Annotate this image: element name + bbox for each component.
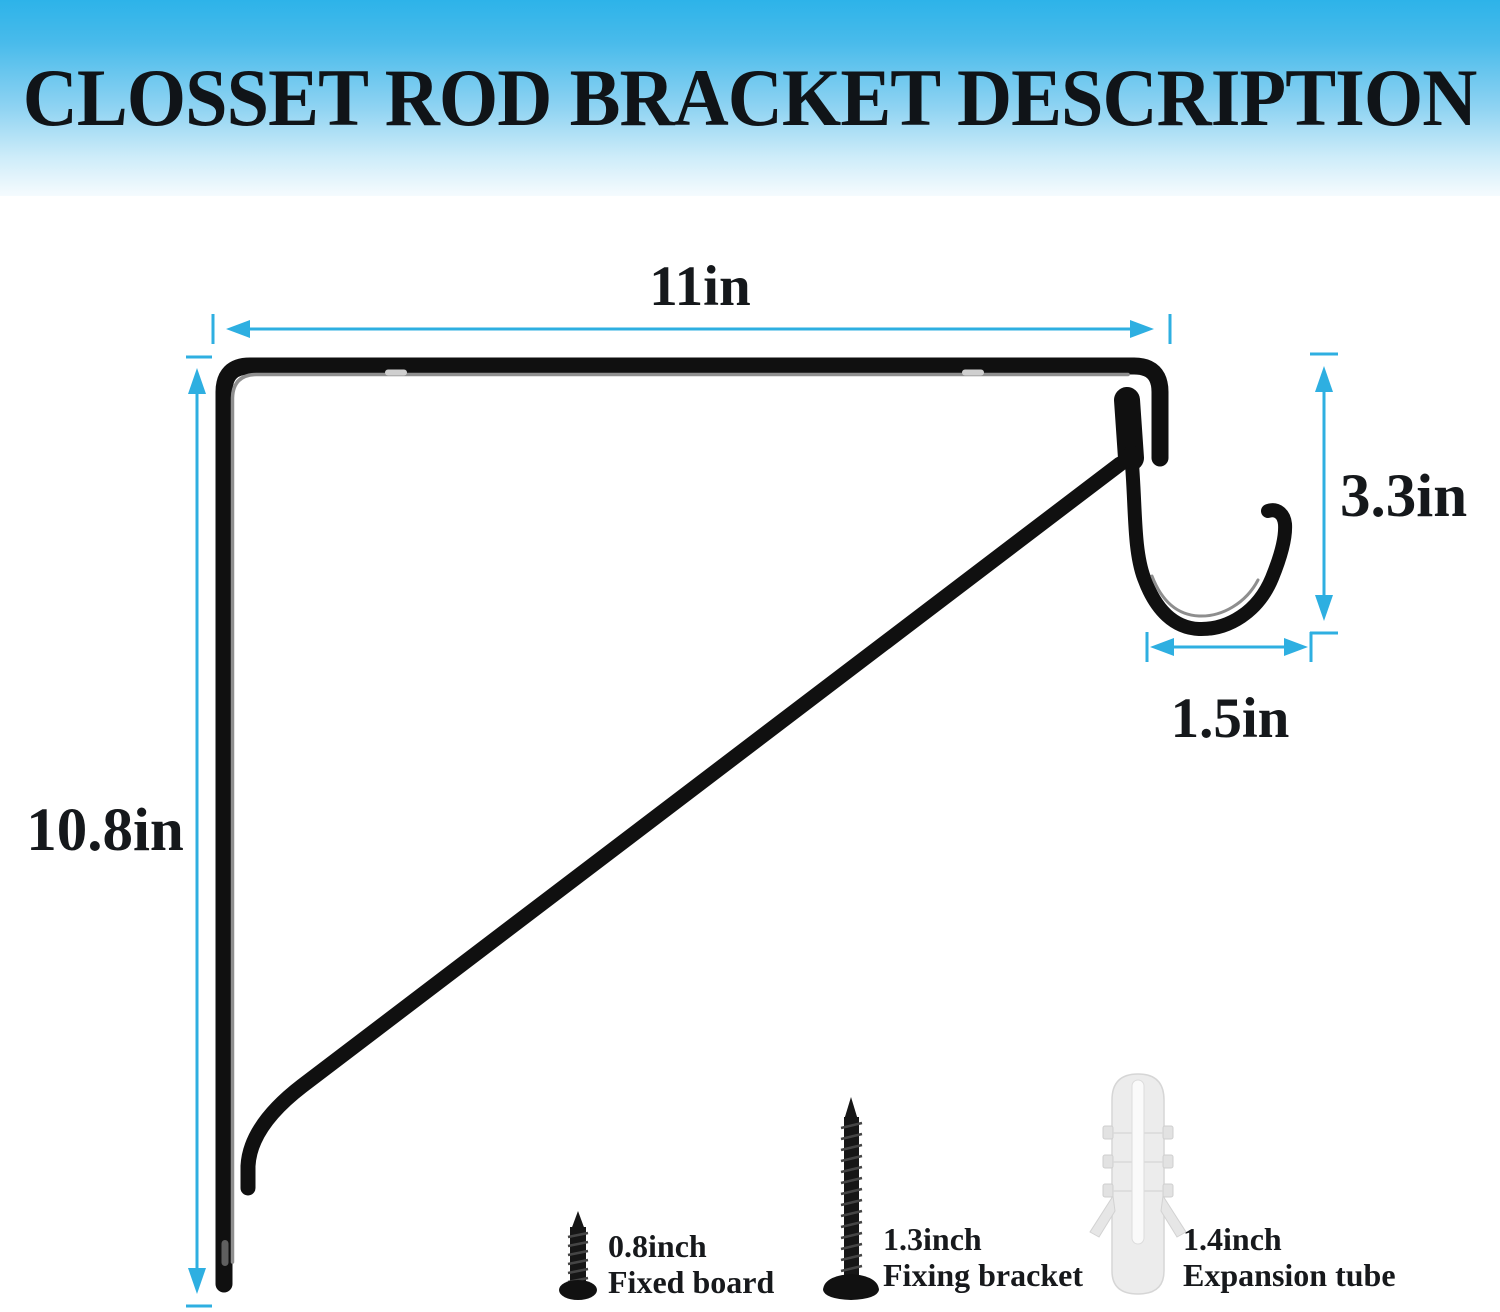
hardware-name: Expansion tube <box>1183 1257 1396 1293</box>
dimension-lines <box>186 314 1338 1308</box>
diagonal-brace <box>240 456 1128 1196</box>
dimension-label-height: 10.8in <box>26 797 184 864</box>
small-screw-icon <box>559 1211 597 1300</box>
bracket-frame <box>215 357 1169 1293</box>
closet-rod-bracket <box>215 357 1293 1293</box>
back-plate-slot <box>221 1240 229 1266</box>
title-banner: CLOSSET ROD BRACKET DESCRIPTION <box>0 0 1500 196</box>
long-screw-icon <box>823 1097 879 1300</box>
hook-highlight <box>1150 574 1260 618</box>
top-bar-slot-left <box>385 369 407 376</box>
dimension-hook-width <box>1145 632 1313 662</box>
hardware-label-expansion-tube: 1.4inch Expansion tube <box>1183 1221 1396 1293</box>
dimension-label-width: 11in <box>649 255 751 318</box>
hardware-name: Fixed board <box>608 1264 775 1300</box>
arrow-down-icon <box>188 1268 206 1294</box>
dimension-hook-height <box>1310 352 1338 635</box>
dimension-overall-width <box>211 314 1172 344</box>
arrow-up-icon <box>1315 366 1333 392</box>
arrow-right-icon <box>1284 638 1308 656</box>
dimension-overall-height <box>186 355 212 1308</box>
hardware-size: 0.8inch <box>608 1228 707 1264</box>
arrow-left-icon <box>1150 638 1174 656</box>
page-title: CLOSSET ROD BRACKET DESCRIPTION <box>23 52 1478 143</box>
wall-anchor-icon <box>1089 1073 1187 1295</box>
hardware-size: 1.4inch <box>1183 1221 1282 1257</box>
arrow-right-icon <box>1130 320 1154 338</box>
hardware-label-fixed-board: 0.8inch Fixed board <box>608 1228 774 1300</box>
top-bar-slot-right <box>962 369 984 376</box>
hardware-label-fixing-bracket: 1.3inch Fixing bracket <box>883 1221 1083 1293</box>
hardware-size: 1.3inch <box>883 1221 982 1257</box>
hardware-icons <box>559 1073 1187 1300</box>
arrow-up-icon <box>188 368 206 394</box>
bracket-highlight <box>230 372 1130 1264</box>
dimension-label-hook-width: 1.5in <box>1170 687 1290 750</box>
rod-hook <box>1124 445 1293 637</box>
hardware-name: Fixing bracket <box>883 1257 1083 1293</box>
arrow-left-icon <box>226 320 250 338</box>
dimension-label-hook-height: 3.3in <box>1340 463 1468 530</box>
arrow-down-icon <box>1315 595 1333 621</box>
